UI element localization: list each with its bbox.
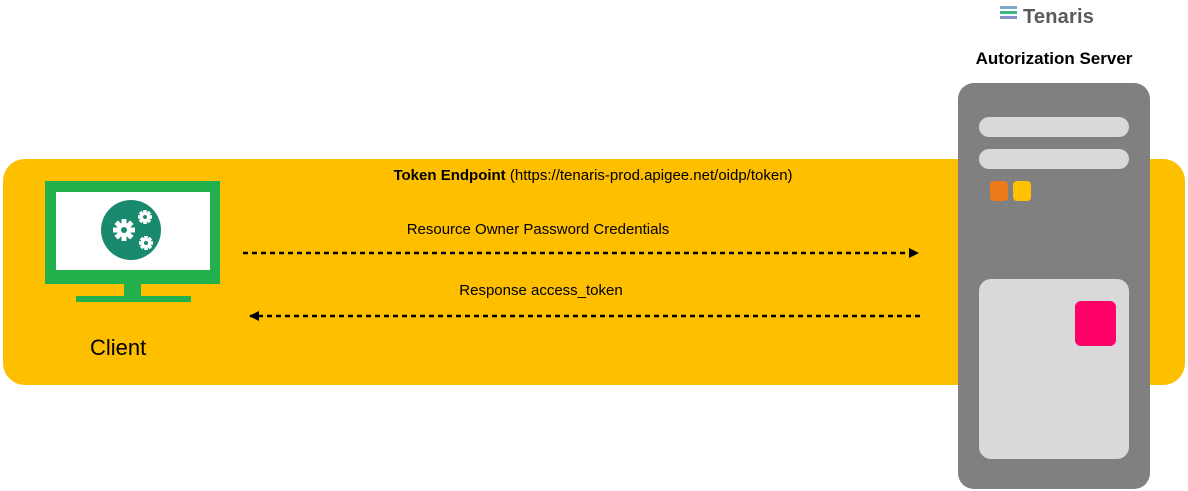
client-monitor-icon: [45, 181, 220, 302]
authorization-server-icon: [958, 83, 1150, 489]
server-slot-1: [979, 117, 1129, 137]
server-led-orange: [990, 181, 1008, 201]
tenaris-logo-icon: [1000, 6, 1017, 19]
server-title: Autorization Server: [975, 49, 1133, 68]
server-led-yellow: [1013, 181, 1031, 201]
gears-icon: [113, 210, 153, 250]
endpoint-label-bold: Token Endpoint: [393, 167, 506, 184]
endpoint-url: (https://tenaris-prod.apigee.net/oidp/to…: [509, 167, 793, 184]
brand-name: Tenaris: [1023, 6, 1095, 28]
endpoint-label: Token Endpoint (https://tenaris-prod.api…: [0, 167, 1187, 184]
server-slot-2: [979, 149, 1129, 169]
server-card-chip: [1075, 301, 1116, 346]
client-label: Client: [90, 335, 147, 360]
request-label: Resource Owner Password Credentials: [406, 221, 670, 238]
response-label: Response access_token: [459, 282, 623, 299]
